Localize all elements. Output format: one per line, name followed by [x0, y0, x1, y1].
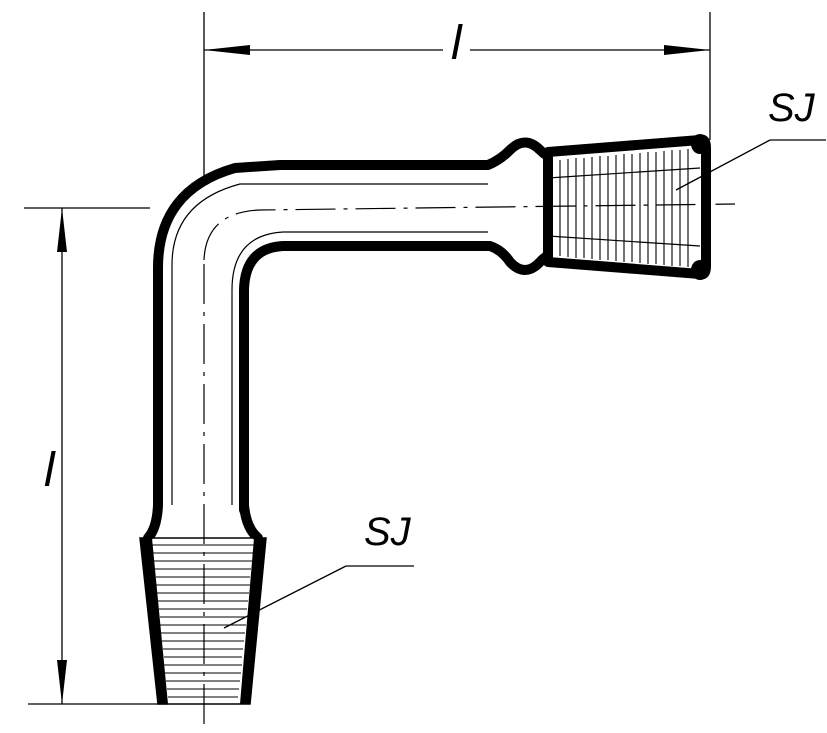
arrow-h-right: [664, 45, 710, 55]
leader-right-sj: [675, 139, 771, 191]
right-socket-joint: [543, 134, 711, 280]
bottom-cone-joint: [139, 504, 267, 705]
arrow-h-left: [204, 45, 250, 55]
dimension-lines: [24, 12, 826, 705]
arrow-v-bottom: [57, 660, 67, 704]
tube-outer-wall-lower: [143, 295, 163, 543]
right-joint-label: SJ: [768, 86, 815, 130]
horizontal-length-label: l: [443, 20, 470, 68]
tube-inner-wall: [239, 241, 560, 515]
bottom-cone-hatching: [152, 544, 254, 698]
dimension-arrows: [57, 45, 710, 704]
right-socket-lip-bottom: [691, 260, 709, 280]
bottom-joint-label: SJ: [364, 510, 411, 554]
leader-bottom-sj: [223, 565, 347, 629]
right-socket-lip-top: [691, 134, 709, 154]
tube-body: [143, 137, 560, 543]
tube-outer-wall: [153, 137, 560, 305]
center-lines: [203, 203, 736, 724]
center-line-bend: [203, 203, 736, 261]
vertical-length-label: l: [44, 443, 55, 499]
tube-inner-thin-lines: [171, 183, 488, 505]
arrow-v-top: [57, 208, 67, 252]
right-socket-outline: [543, 134, 711, 280]
